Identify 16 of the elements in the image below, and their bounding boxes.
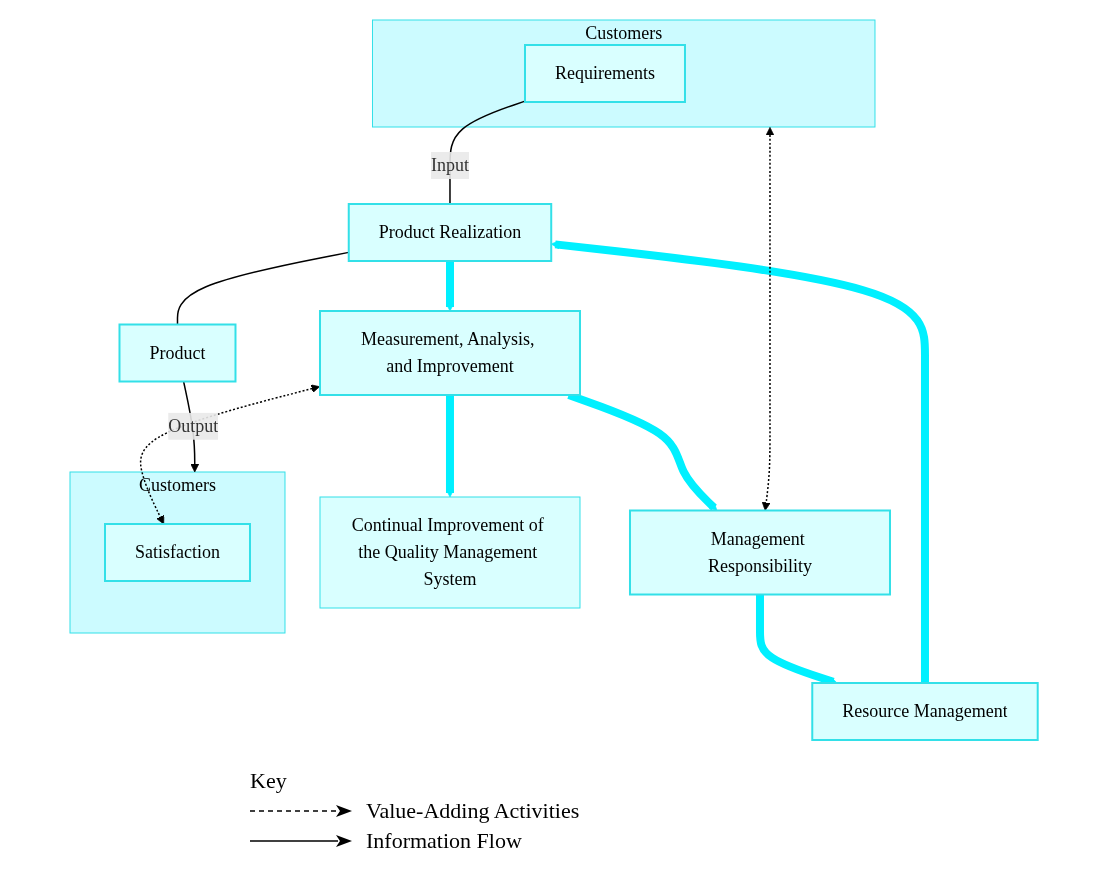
node-box: Requirements (524, 44, 687, 103)
node-box: Product (118, 323, 237, 383)
legend-text: Value-Adding Activities (366, 798, 580, 824)
node-box: Product Realization (347, 203, 553, 262)
node-box: Continual Improvement of the Quality Management System (319, 496, 581, 609)
node-box: Resource Management (811, 682, 1039, 741)
legend-text: Information Flow (366, 828, 522, 854)
key-heading: Key (250, 768, 287, 794)
node-box: Management Responsibility (629, 509, 892, 596)
node-box: Satisfaction (104, 523, 252, 582)
arrow (445, 261, 455, 312)
arrow (445, 395, 455, 498)
edge-label: Input (431, 155, 470, 175)
node-box: Measurement, Analysis, and Improvement (319, 310, 582, 396)
edge-label: Output (168, 415, 219, 436)
arrow (761, 127, 775, 511)
